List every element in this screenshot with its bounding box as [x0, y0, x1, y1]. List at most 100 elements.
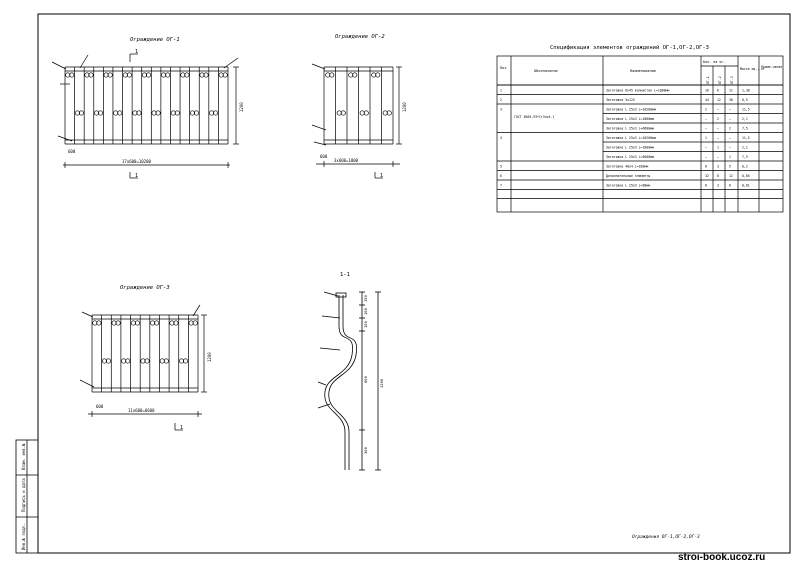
og1-post-ring [180, 72, 186, 78]
spec-cell-og1: 32 [705, 174, 709, 178]
spec-cell-og1: 8 [705, 184, 707, 188]
spec-cell-og3: – [729, 146, 731, 150]
og3-post-ring [159, 358, 165, 364]
spec-cell-og3: 12 [729, 174, 733, 178]
spec-header-og1: ОГ-1 [706, 76, 710, 84]
og1-post-ring [165, 72, 171, 78]
section-title: 1-1 [340, 272, 350, 278]
og1-post-ring [193, 110, 199, 116]
watermark: stroi-book.ucoz.ru [678, 552, 765, 563]
og1-view [51, 53, 239, 179]
og2-post-ring [352, 72, 358, 78]
og2-post-ring [325, 72, 331, 78]
spec-cell-mass: 11,5 [742, 136, 750, 140]
spec-cell-og2: – [717, 155, 719, 159]
spec-cell-og1: 44 [705, 98, 709, 102]
spec-cell-og1: 16 [705, 89, 709, 93]
spec-cell-mass: 0,2 [742, 165, 748, 169]
og3-post-ring [144, 358, 150, 364]
spec-cell-og3: – [729, 117, 731, 121]
og1-post-ring [65, 72, 71, 78]
og2-post-ring [386, 110, 392, 116]
spec-cell-mass: 7,5 [742, 127, 748, 131]
spec-cell-og1: 1 [705, 136, 707, 140]
og1-post-ring [161, 72, 167, 78]
og1-post-ring [155, 110, 161, 116]
spec-header-og3: ОГ-3 [730, 76, 734, 84]
stamp-label-signature: Подпись и дата [21, 478, 26, 512]
og1-post-ring [88, 72, 94, 78]
spec-cell-name: Дополнительные элементы [606, 174, 650, 178]
og2-post-ring [336, 110, 342, 116]
spec-cell-name: Заготовка L 25x3 L=80мм [606, 184, 650, 188]
spec-header-designation: Обозначение [534, 68, 558, 73]
og1-width-dim: 17x600=10200 [122, 159, 151, 164]
spec-cell-og3: – [729, 136, 731, 140]
og3-post-ring [140, 358, 146, 364]
og2-post-ring [371, 72, 377, 78]
og1-post-ring [136, 110, 142, 116]
spec-cell-og1: – [705, 117, 707, 121]
section-dim-5: 300 [363, 446, 368, 454]
og3-post-ring [125, 358, 131, 364]
og3-view [79, 304, 207, 431]
og1-height-dim: 1200 [239, 102, 244, 112]
section-dim-4: 600 [363, 375, 368, 383]
og1-title: Ограждение ОГ-1 [130, 37, 180, 43]
spec-cell-og3: – [729, 108, 731, 112]
spec-cell-pos: 1 [500, 89, 502, 93]
og1-post-ring [103, 72, 109, 78]
og1-post-ring [151, 110, 157, 116]
spec-cell-pos: 6 [500, 174, 502, 178]
og2-post-ring [382, 110, 388, 116]
spec-cell-og2: 12 [717, 98, 721, 102]
spec-cell-mass: 0,05 [742, 174, 750, 178]
og1-post-ring [218, 72, 224, 78]
section-dim-3: 100 [363, 320, 368, 328]
spec-cell-og3: 1 [729, 155, 731, 159]
og3-post-ring [111, 320, 117, 326]
og1-post-ring [209, 110, 215, 116]
spec-cell-og2: 8 [717, 174, 719, 178]
spec-cell-name: Заготовка 3x125 [606, 98, 635, 102]
spec-cell-mass: 0,01 [742, 184, 750, 188]
og3-post-ring [134, 320, 140, 326]
og3-title: Ограждение ОГ-3 [120, 285, 170, 291]
og2-post-ring [359, 110, 365, 116]
og3-post-ring [101, 358, 108, 364]
left-stamp [15, 439, 39, 554]
og3-post-ring [154, 320, 160, 326]
og3-post-ring [182, 358, 189, 364]
spec-cell-og1: – [705, 146, 707, 150]
spec-cell-pos: 7 [500, 184, 502, 188]
spec-table-grid [496, 55, 784, 213]
sheet-title: Ограждения ОГ-1,ОГ-2,ОГ-3 [632, 534, 700, 540]
og2-post-ring [340, 110, 346, 116]
spec-cell-og3: 2 [729, 127, 731, 131]
spec-cell-name: Заготовка L 25x3 L=10200мм [606, 108, 656, 112]
og1-post-ring [203, 72, 209, 78]
og1-post-ring [122, 72, 128, 78]
og1-post-ring [174, 110, 180, 116]
spec-cell-og2: 3 [717, 165, 719, 169]
og1-step: 600 [68, 149, 76, 154]
og1-post-ring [84, 72, 90, 78]
og3-post-ring [169, 320, 175, 326]
og1-post-ring [199, 72, 205, 78]
spec-cell-og1: 2 [705, 108, 707, 112]
og1-post-ring [145, 72, 152, 78]
og1-post-ring [184, 72, 190, 78]
spec-cell-name: Заготовка L 25x3 L=6600мм [606, 127, 654, 131]
og2-post-ring [329, 72, 335, 78]
spec-cell-name: Заготовка 6x45 волнистая L=1000мм [606, 89, 669, 93]
spec-cell-og2: – [717, 136, 719, 140]
spec-header-note: Приме-чание [761, 65, 782, 69]
og1-post-ring [222, 72, 228, 78]
og2-height-dim: 1200 [402, 102, 407, 112]
og1-post-ring [94, 110, 100, 116]
spec-cell-og3: 11 [729, 89, 733, 93]
og1-post-ring [98, 110, 104, 116]
spec-cell-pos: 4 [500, 136, 502, 140]
